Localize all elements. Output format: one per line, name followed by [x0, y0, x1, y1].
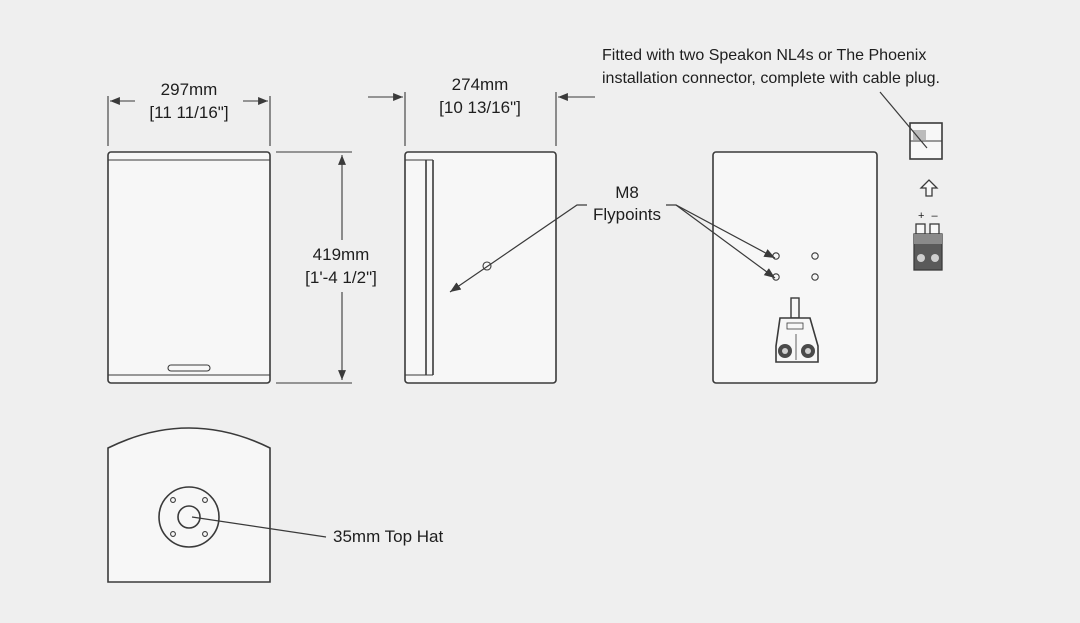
side-cabinet [404, 151, 557, 384]
connector-callout-line-1: Fitted with two Speakon NL4s or The Phoe… [602, 47, 927, 64]
depth-inch-label: [10 13/16"] [439, 98, 521, 117]
top-hat-flange [158, 486, 220, 548]
connector-callout-line-2: installation connector, complete with ca… [602, 70, 940, 87]
up-arrow-icon [919, 179, 939, 197]
plug-polarity-label: + – [918, 210, 940, 222]
top-hat-screw-2 [202, 497, 208, 503]
rear-view [712, 151, 878, 384]
top-hat-screw-4 [202, 531, 208, 537]
top-view [107, 427, 327, 583]
flypoint-leader-rear-bottom [675, 204, 776, 279]
top-hat-socket [177, 505, 201, 529]
top-cabinet [107, 427, 271, 583]
flypoint-leaders [449, 204, 776, 293]
phoenix-plug-icon [913, 223, 943, 271]
height-mm-label: 419mm [296, 245, 386, 265]
flypoint-leader-side [449, 204, 587, 293]
top-hat-label: 35mm Top Hat [333, 527, 444, 546]
width-mm-label: 297mm [160, 80, 218, 99]
connector-leader-line [879, 91, 928, 149]
top-hat-screw-3 [170, 531, 176, 537]
rear-connector-panel [775, 297, 819, 363]
flypoints-label: Flypoints [592, 205, 662, 224]
top-hat-screw-1 [170, 497, 176, 503]
rear-cabinet [712, 151, 878, 384]
connector-detail [879, 91, 943, 271]
height-inch-label: [1'-4 1/2"] [290, 268, 392, 288]
rear-flypoint-4 [811, 273, 819, 281]
side-view [368, 92, 595, 384]
front-logo-badge [167, 364, 211, 372]
front-view [107, 96, 352, 384]
connector-socket-slot [913, 130, 926, 140]
width-inch-label: [11 11/16"] [149, 103, 229, 122]
top-hat-leader-line [191, 516, 327, 538]
side-flypoint [482, 261, 492, 271]
rear-flypoint-2 [811, 252, 819, 260]
flypoints-label-m8: M8 [615, 183, 639, 202]
front-cabinet [107, 151, 271, 384]
depth-mm-label: 274mm [451, 75, 509, 94]
